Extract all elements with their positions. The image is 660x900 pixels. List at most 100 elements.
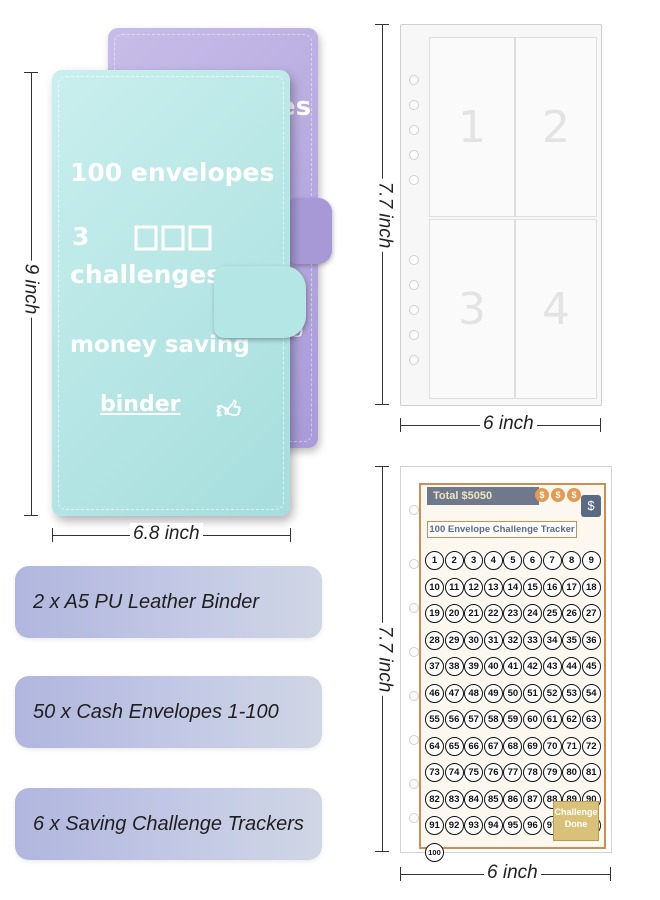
feature-pill-trackers: 6 x Saving Challenge Trackers	[15, 788, 322, 860]
tracker-number-75: 75	[464, 763, 484, 782]
tracker-number-17: 17	[562, 577, 582, 597]
tracker-width-label: 6 inch	[484, 862, 541, 884]
tracker-number-79: 79	[542, 763, 562, 782]
tracker-number-92: 92	[444, 816, 464, 835]
tracker-number-72: 72	[581, 736, 601, 756]
tracker-number-30: 30	[464, 630, 484, 650]
envelope-sleeve: 1 2 3 4	[400, 24, 602, 406]
feature-pill-binder: 2 x A5 PU Leather Binder	[15, 566, 322, 638]
coin-icon: $	[551, 488, 565, 502]
tracker-number-25: 25	[542, 604, 562, 623]
tracker-number-54: 54	[581, 683, 601, 703]
tracker-number-37: 37	[425, 657, 444, 676]
tracker-number-49: 49	[483, 683, 503, 703]
tracker-number-47: 47	[444, 683, 464, 703]
tracker-number-62: 62	[562, 710, 582, 729]
purple-binder-strap	[288, 198, 332, 264]
tracker-number-76: 76	[483, 763, 503, 782]
feature-text: 50 x Cash Envelopes 1-100	[33, 701, 279, 723]
tracker-number-31: 31	[483, 630, 503, 650]
pocket-1: 1	[429, 37, 515, 217]
tracker-card: Total $5050 $ $ $ $ 100 Envelope Challen…	[419, 483, 606, 862]
tracker-number-26: 26	[562, 604, 582, 623]
tracker-number-27: 27	[581, 604, 601, 623]
tracker-number-95: 95	[503, 816, 523, 835]
tracker-number-50: 50	[503, 683, 523, 703]
tracker-total: Total $5050	[427, 487, 539, 505]
tracker-number-56: 56	[444, 710, 464, 729]
tracker-number-58: 58	[483, 710, 503, 729]
tracker-number-3: 3	[464, 551, 484, 570]
dim-tick	[600, 418, 601, 432]
dim-tick	[290, 528, 291, 542]
tracker-number-6: 6	[523, 551, 542, 570]
tracker-number-86: 86	[503, 789, 523, 809]
done-label-2: Done	[564, 819, 588, 829]
tracker-number-4: 4	[483, 551, 503, 570]
cover-line-number: 3	[72, 222, 90, 251]
feature-pill-envelopes: 50 x Cash Envelopes 1-100	[15, 676, 322, 748]
challenge-done-box: Challenge Done	[553, 801, 599, 841]
tracker-number-61: 61	[542, 710, 562, 729]
cover-line-envelopes: 100 envelopes	[70, 158, 275, 187]
tracker-number-85: 85	[483, 789, 503, 809]
tracker-number-57: 57	[464, 710, 484, 729]
tracker-number-1: 1	[425, 551, 444, 570]
tracker-number-9: 9	[581, 551, 601, 570]
tracker-number-73: 73	[425, 763, 444, 782]
binder-height-label: 9 inch	[19, 260, 42, 318]
tracker-number-16: 16	[542, 577, 562, 597]
tracker-number-94: 94	[483, 816, 503, 835]
tracker-number-39: 39	[464, 657, 484, 676]
thumbs-up-icon: 👍︎	[216, 396, 242, 424]
tracker-title: 100 Envelope Challenge Tracker	[427, 521, 577, 538]
tracker-number-87: 87	[523, 789, 542, 809]
coin-icon: $	[535, 488, 549, 502]
tracker-height-label: 7.7 inch	[373, 622, 396, 696]
tracker-number-51: 51	[523, 683, 542, 703]
tracker-number-21: 21	[464, 604, 484, 623]
cover-line-challenges: challenges	[70, 260, 222, 289]
tracker-number-36: 36	[581, 630, 601, 650]
tracker-number-83: 83	[444, 789, 464, 809]
dollar-box-icon: $	[581, 495, 601, 517]
tracker-number-2: 2	[444, 551, 464, 570]
dim-tick	[375, 404, 389, 405]
tracker-number-71: 71	[562, 736, 582, 756]
tracker-number-18: 18	[581, 577, 601, 597]
tracker-number-10: 10	[425, 577, 444, 597]
tracker-number-35: 35	[562, 630, 582, 650]
tracker-number-34: 34	[542, 630, 562, 650]
feature-text: 2 x A5 PU Leather Binder	[33, 591, 260, 613]
tracker-number-96: 96	[523, 816, 542, 835]
binder-width-label: 6.8 inch	[130, 523, 203, 545]
cover-line-binder: binder	[100, 392, 181, 417]
coin-icon: $	[567, 488, 581, 502]
tracker-number-43: 43	[542, 657, 562, 676]
tracker-number-29: 29	[444, 630, 464, 650]
tracker-number-40: 40	[483, 657, 503, 676]
tracker-number-41: 41	[503, 657, 523, 676]
tracker-number-46: 46	[425, 683, 444, 703]
pocket-3: 3	[429, 219, 515, 399]
dim-tick	[375, 851, 389, 852]
tracker-number-55: 55	[425, 710, 444, 729]
tracker-number-93: 93	[464, 816, 484, 835]
tracker-number-45: 45	[581, 657, 601, 676]
tracker-number-64: 64	[425, 736, 444, 756]
tracker-number-5: 5	[503, 551, 523, 570]
tracker-number-65: 65	[444, 736, 464, 756]
sleeve-height-label: 7.7 inch	[373, 178, 396, 252]
tracker-number-68: 68	[503, 736, 523, 756]
tracker-number-78: 78	[523, 763, 542, 782]
done-label-1: Challenge	[554, 807, 598, 817]
tracker-number-44: 44	[562, 657, 582, 676]
checkbox-icon	[134, 224, 212, 259]
tracker-number-20: 20	[444, 604, 464, 623]
tracker-number-14: 14	[503, 577, 523, 597]
feature-text: 6 x Saving Challenge Trackers	[33, 813, 304, 835]
challenge-tracker-sheet: Total $5050 $ $ $ $ 100 Envelope Challen…	[400, 466, 612, 862]
tracker-number-19: 19	[425, 604, 444, 623]
tracker-number-59: 59	[503, 710, 523, 729]
tracker-number-48: 48	[464, 683, 484, 703]
